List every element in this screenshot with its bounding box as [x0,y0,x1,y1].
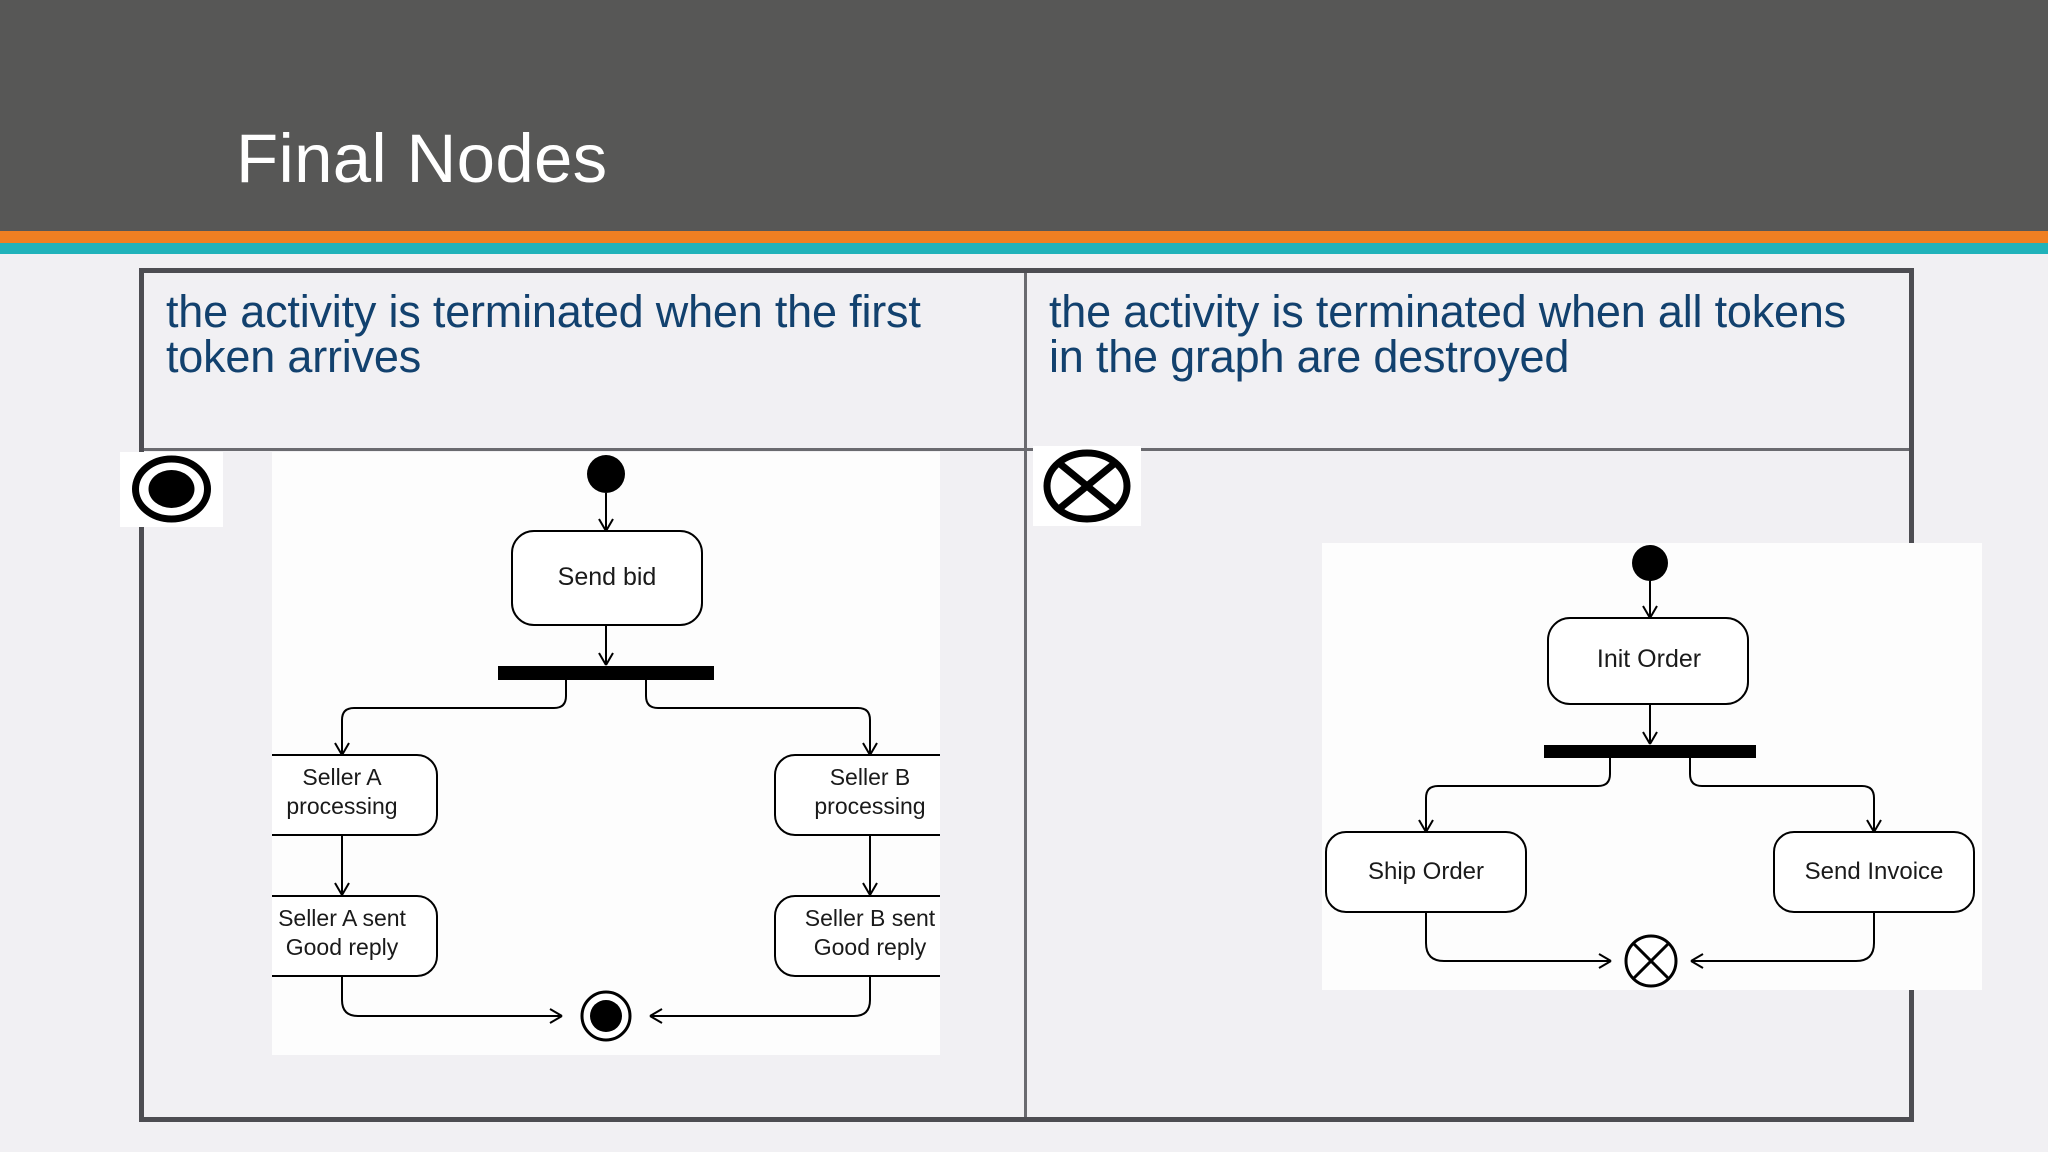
svg-text:Send Invoice: Send Invoice [1805,858,1944,885]
svg-text:Seller A sent: Seller A sent [278,905,406,931]
seller-bid-activity-diagram: Send bid Seller A [272,452,940,1055]
table-body-cell-flow-final: Init Order Ship Order [1027,446,1982,1122]
svg-text:Init Order: Init Order [1597,645,1701,673]
svg-text:Seller B sent: Seller B sent [805,905,936,931]
table-column-divider [1024,273,1027,1117]
svg-text:Seller B: Seller B [830,764,911,790]
flow-final-node-icon [1033,446,1141,526]
svg-text:Good reply: Good reply [286,934,399,960]
fork-node [1544,745,1756,758]
node-send-invoice: Send Invoice [1773,831,1975,913]
slide-header-band [0,0,2048,231]
table-body-cell-activity-final: Send bid Seller A [120,451,1024,1122]
node-ship-order: Ship Order [1325,831,1527,913]
initial-node [587,455,625,493]
initial-node [1632,545,1668,581]
table-row-divider [144,448,1909,451]
svg-text:processing: processing [814,793,925,819]
svg-text:Send bid: Send bid [558,563,657,591]
flow-final-heading: the activity is terminated when all toke… [1049,286,1846,382]
accent-bar-orange [0,231,2048,243]
node-seller-b-sent-good-reply: Seller B sent Good reply [774,895,940,977]
order-activity-diagram: Init Order Ship Order [1322,543,1982,990]
activity-final-heading: the activity is terminated when the firs… [166,286,921,382]
table-header-cell-activity-final: the activity is terminated when the firs… [144,273,1024,448]
activity-final-node [580,990,632,1042]
svg-text:Seller A: Seller A [302,764,382,790]
comparison-table: the activity is terminated when the firs… [120,268,1982,1122]
svg-text:Ship Order: Ship Order [1368,858,1484,885]
node-seller-b-processing: Seller B processing [774,754,940,836]
node-seller-a-sent-good-reply: Seller A sent Good reply [272,895,438,977]
flow-final-node [1624,934,1678,988]
node-init-order: Init Order [1547,617,1749,705]
table-header-cell-flow-final: the activity is terminated when all toke… [1027,273,1911,448]
node-send-bid: Send bid [511,530,703,626]
node-seller-a-processing: Seller A processing [272,754,438,836]
page-title: Final Nodes [236,120,608,197]
fork-node [498,666,714,680]
accent-bar-teal [0,243,2048,254]
svg-text:Good reply: Good reply [814,934,927,960]
activity-final-node-icon [120,452,223,527]
svg-text:processing: processing [286,793,397,819]
